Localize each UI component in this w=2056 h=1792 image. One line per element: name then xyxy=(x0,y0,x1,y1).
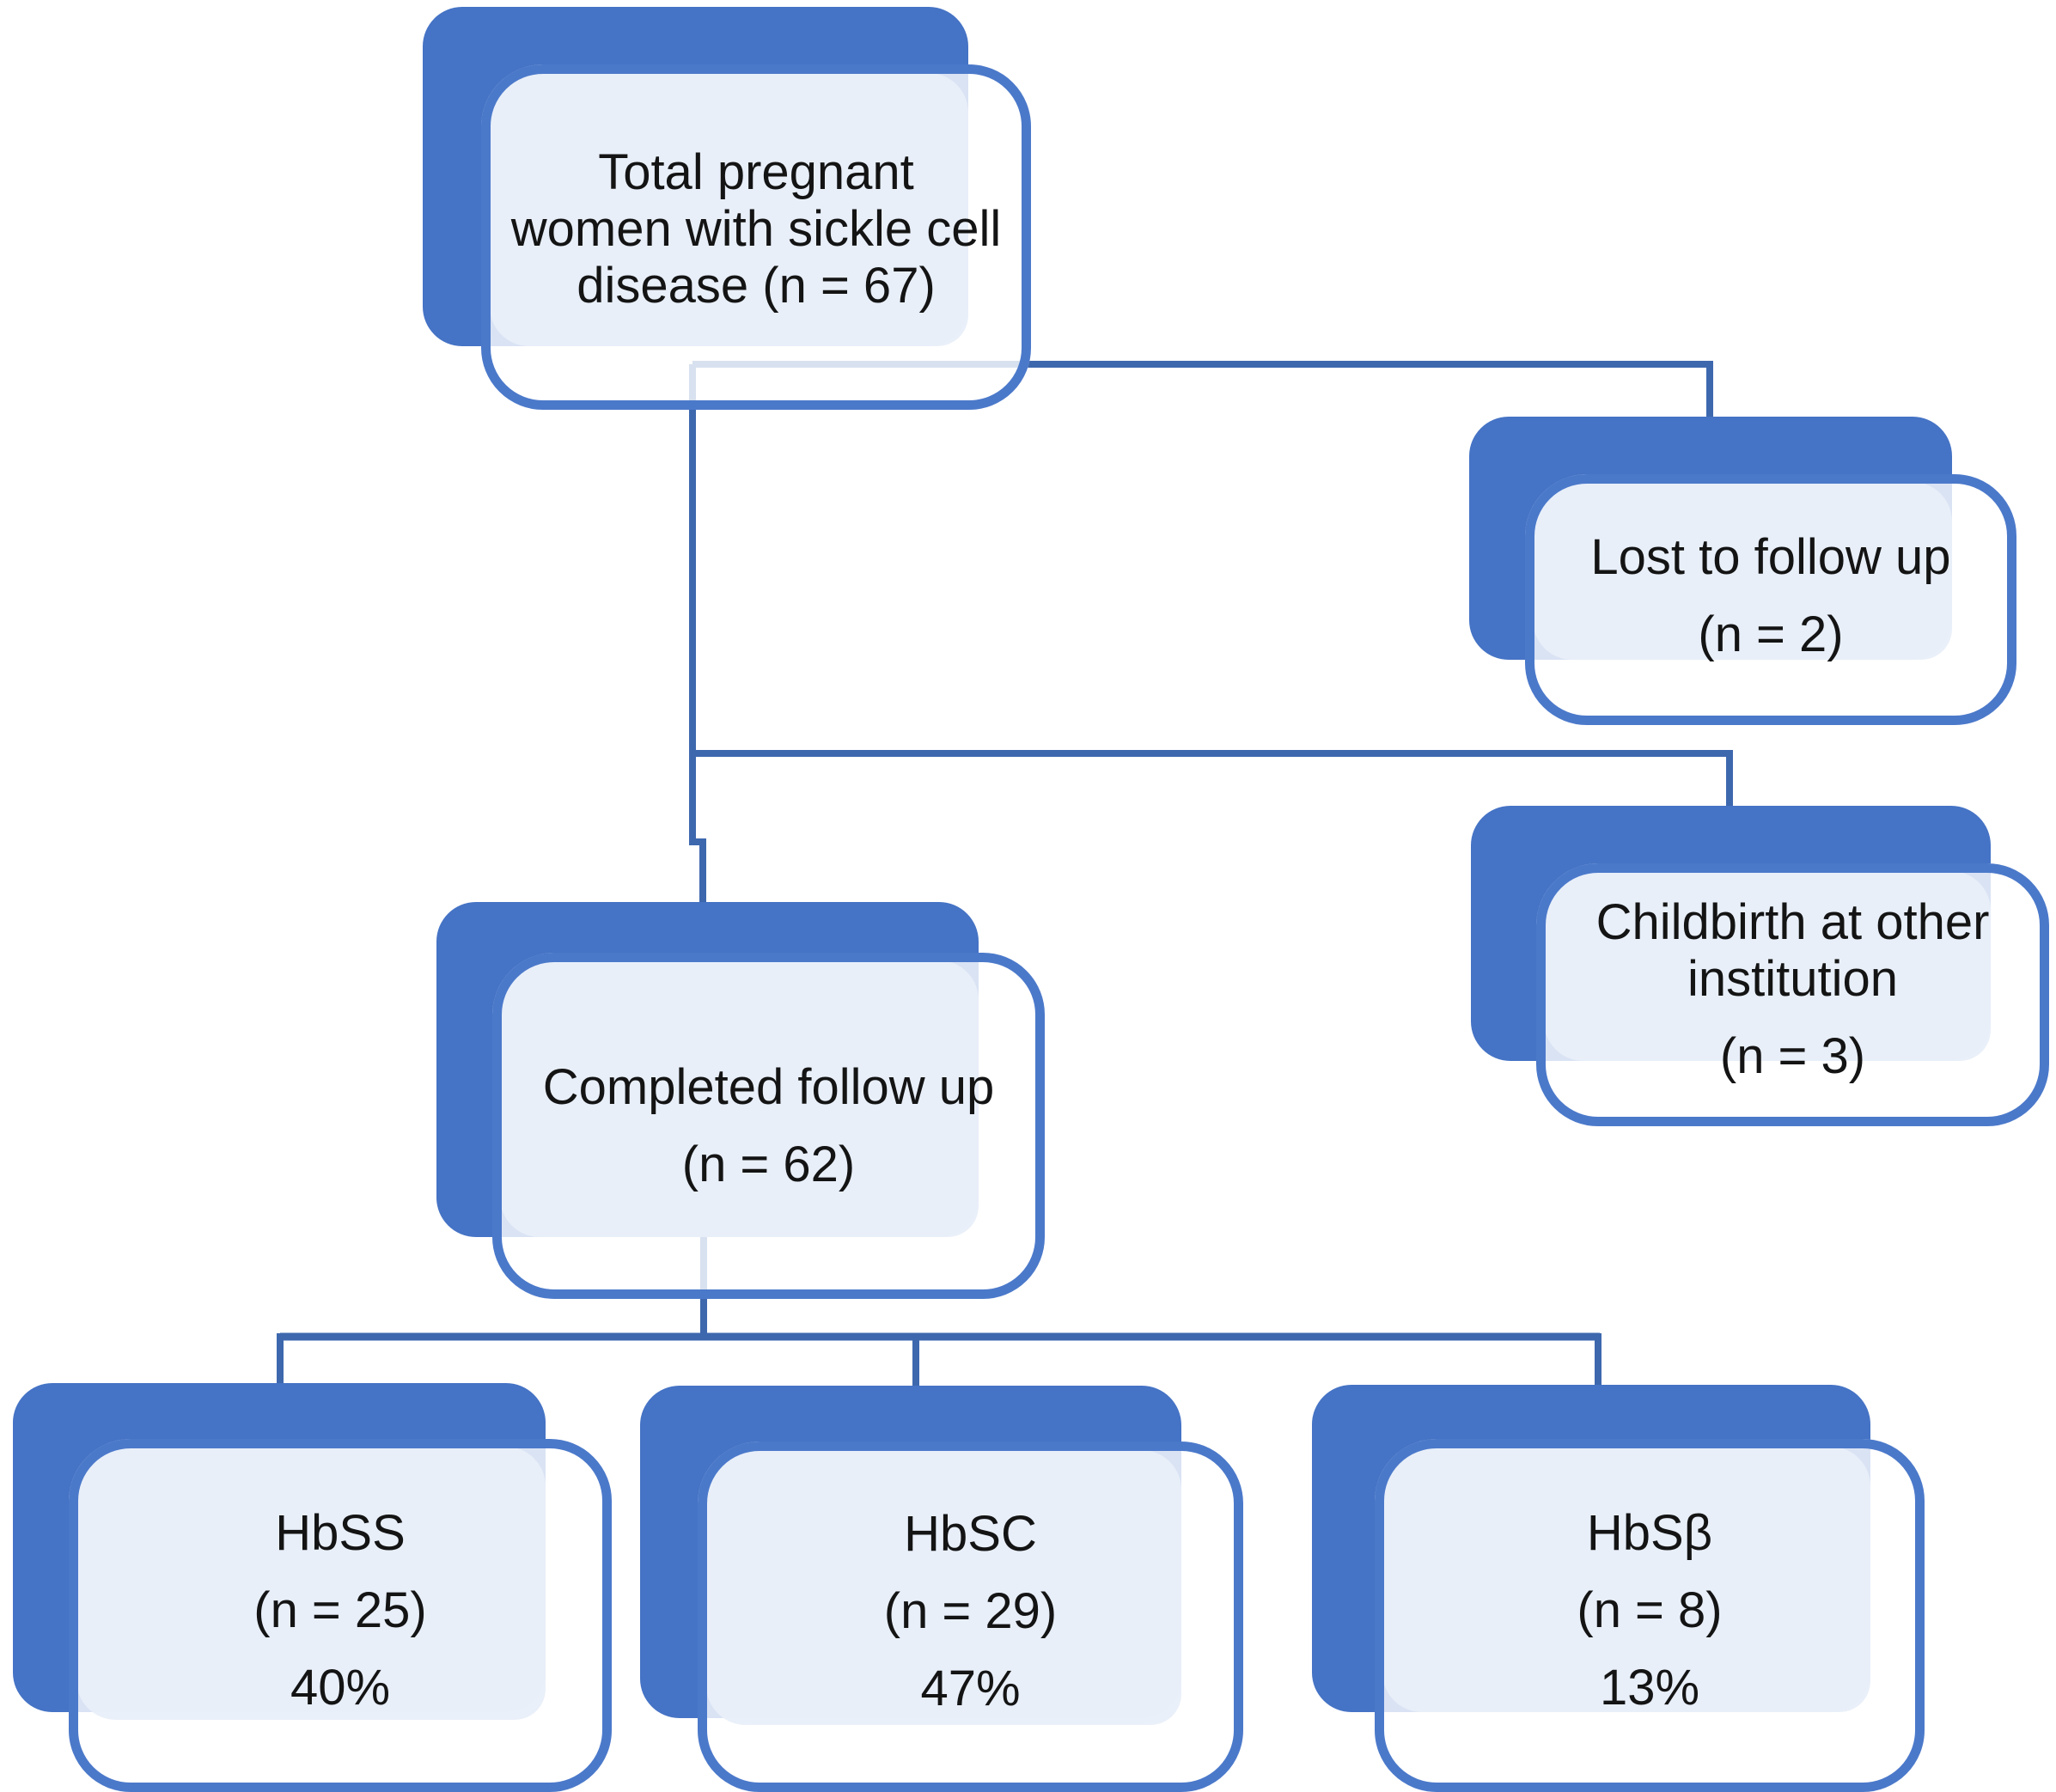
node-text-line: (n = 8) xyxy=(1577,1582,1723,1638)
node-text-line: (n = 3) xyxy=(1719,1028,1866,1084)
node-text-line: 13% xyxy=(1599,1659,1700,1716)
node-fill-panel xyxy=(1382,1447,1870,1712)
node-border xyxy=(1525,474,2016,725)
node-text-line: women with sickle cell xyxy=(510,201,1002,257)
edge-total-to-lost xyxy=(692,361,1713,423)
node-text-line: Completed follow up xyxy=(542,1058,995,1115)
node-text-line: institution xyxy=(1687,951,1899,1007)
node-border xyxy=(69,1439,612,1792)
node-text-line: (n = 29) xyxy=(883,1583,1058,1639)
node-fill-panel xyxy=(500,960,979,1237)
node-text-line: (n = 25) xyxy=(253,1582,427,1638)
node-fill-panel xyxy=(490,73,968,346)
edge-total-to-completed xyxy=(689,364,706,906)
node-border xyxy=(1375,1439,1925,1792)
node-text: Lost to follow up (n = 2) xyxy=(1525,474,2016,725)
node-fill-panel xyxy=(76,1447,546,1720)
node-text-line: HbSC xyxy=(904,1506,1037,1562)
node-text-line: HbSβ xyxy=(1586,1504,1713,1561)
node-text-line: disease (n = 67) xyxy=(577,258,936,314)
node-text: HbSβ (n = 8) 13% xyxy=(1375,1439,1925,1792)
node-text-line: Total pregnant xyxy=(598,144,914,200)
edge-total-to-childbirth xyxy=(692,750,1733,811)
node-fill-panel xyxy=(1533,482,1952,660)
node-text: HbSC (n = 29) 47% xyxy=(698,1442,1243,1792)
node-text-line: (n = 62) xyxy=(681,1136,856,1192)
node-text-line: HbSS xyxy=(275,1504,406,1561)
node-border xyxy=(698,1442,1243,1792)
node-text: HbSS (n = 25) 40% xyxy=(69,1439,612,1792)
node-text: Completed follow up (n = 62) xyxy=(492,953,1045,1299)
node-border xyxy=(481,64,1031,410)
node-text-line: Lost to follow up xyxy=(1590,529,1951,585)
node-text-line: Childbirth at other xyxy=(1595,894,1990,950)
node-border xyxy=(1536,863,2049,1126)
node-text-line: 47% xyxy=(920,1661,1021,1716)
node-text-line: (n = 2) xyxy=(1698,606,1844,662)
node-fill-panel xyxy=(1544,871,1991,1061)
node-border xyxy=(492,953,1045,1299)
node-text-line: 40% xyxy=(290,1659,391,1716)
node-fill-panel xyxy=(706,1450,1181,1725)
